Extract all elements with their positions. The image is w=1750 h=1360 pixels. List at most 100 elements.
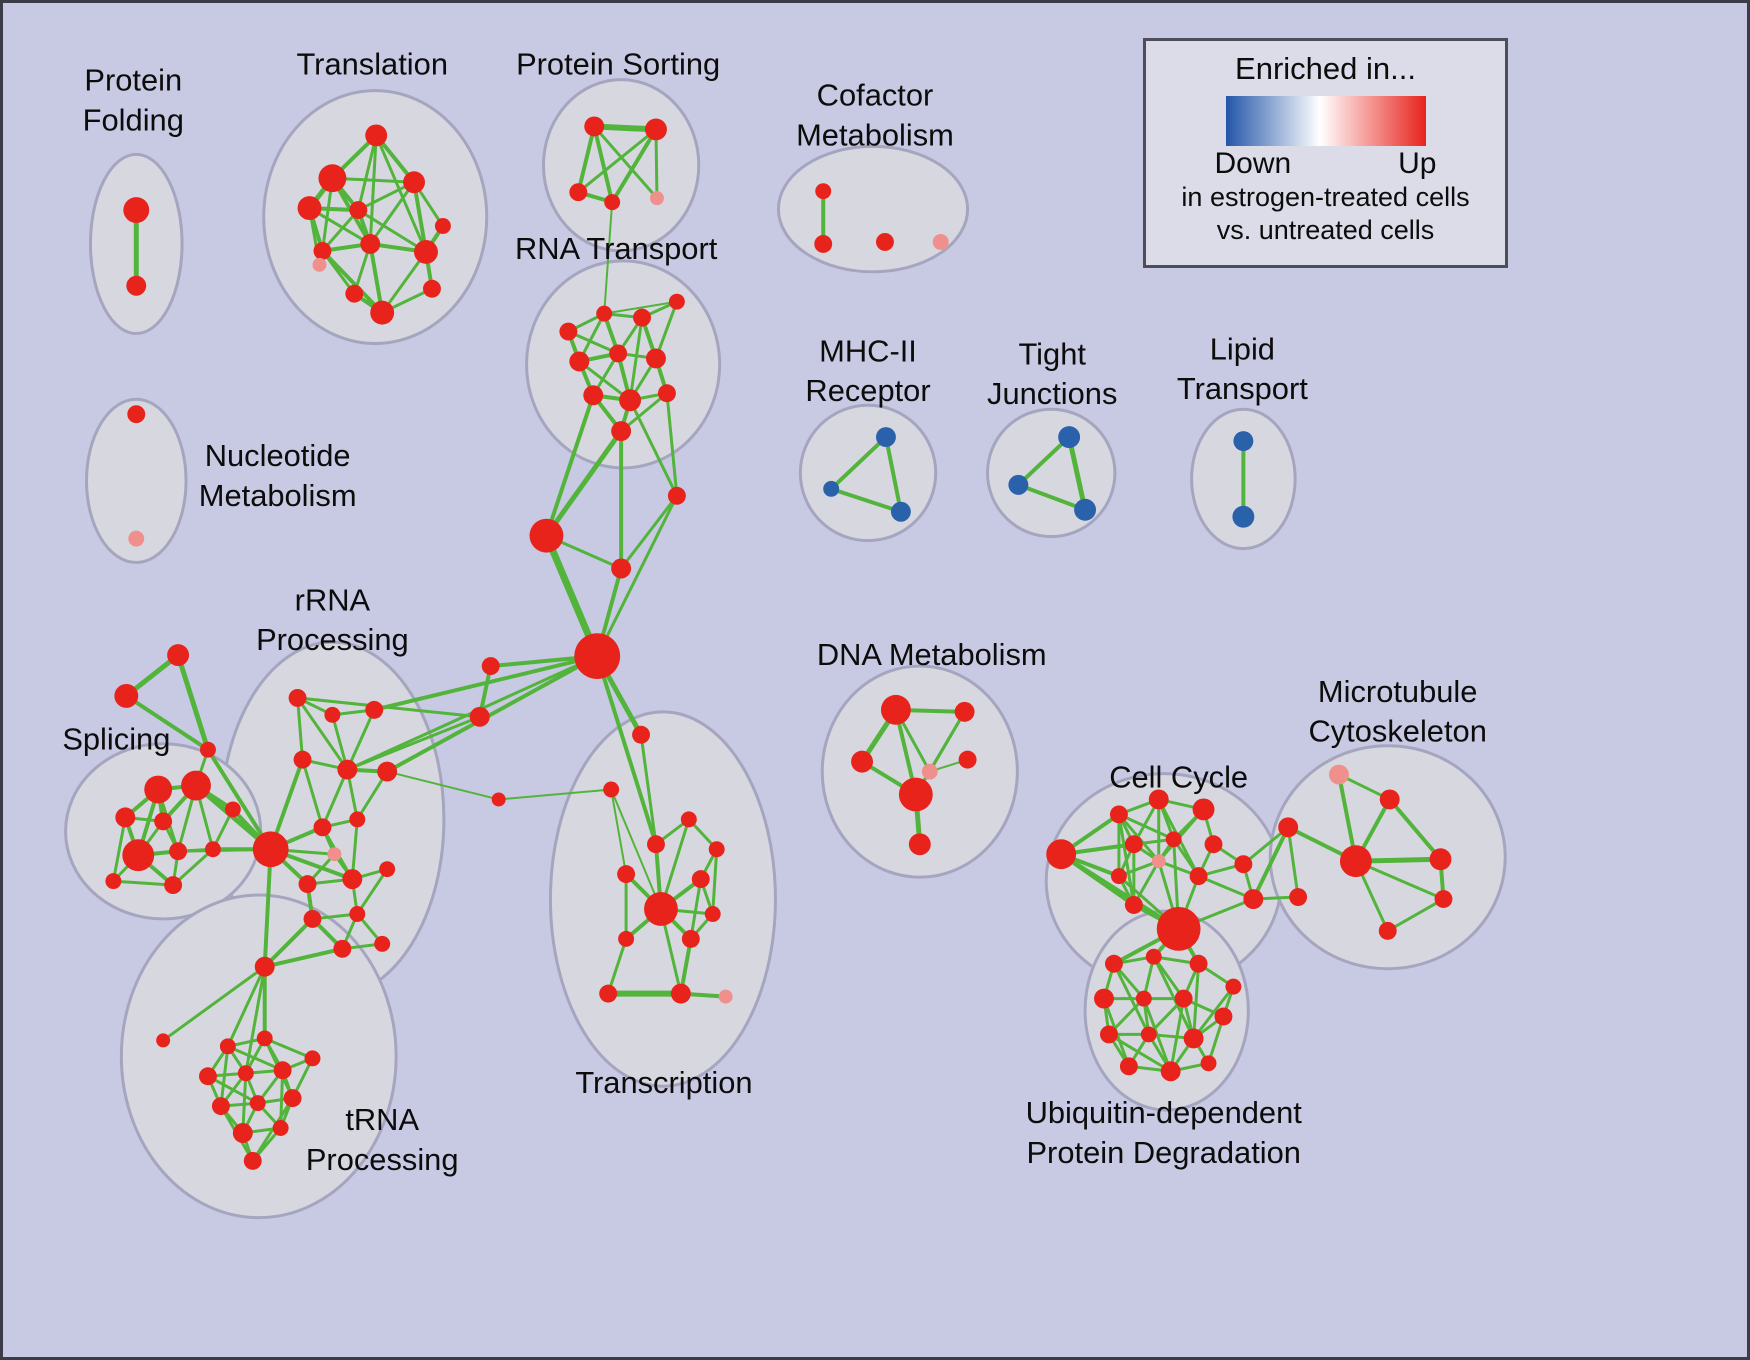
network-node-tc4[interactable]	[617, 865, 636, 884]
network-node-x3[interactable]	[611, 558, 632, 579]
network-node-c14[interactable]	[1243, 889, 1264, 909]
network-node-ub12[interactable]	[1119, 1057, 1138, 1076]
network-node-m1[interactable]	[875, 427, 896, 448]
network-node-c4[interactable]	[1192, 798, 1215, 821]
network-node-rr5[interactable]	[337, 759, 358, 780]
network-node-tc2[interactable]	[647, 835, 665, 854]
network-node-u14[interactable]	[243, 1151, 262, 1170]
network-node-x7[interactable]	[491, 792, 506, 807]
network-node-tc8[interactable]	[618, 930, 635, 947]
network-node-ub6[interactable]	[1135, 990, 1152, 1007]
network-node-x1[interactable]	[529, 518, 564, 553]
network-node-rr17[interactable]	[374, 935, 391, 952]
network-node-ps5[interactable]	[649, 191, 664, 206]
network-node-c11[interactable]	[1234, 855, 1253, 874]
network-node-d7[interactable]	[908, 833, 931, 856]
network-node-mc4[interactable]	[1339, 845, 1372, 878]
network-node-rr9[interactable]	[349, 811, 366, 828]
network-node-d3[interactable]	[851, 750, 874, 773]
network-node-r8[interactable]	[583, 385, 604, 406]
network-node-c5[interactable]	[1124, 835, 1143, 854]
network-node-ub4[interactable]	[1225, 978, 1242, 995]
network-node-nm1[interactable]	[127, 405, 146, 424]
network-node-u1[interactable]	[254, 956, 275, 977]
network-node-rr7[interactable]	[252, 831, 289, 868]
network-node-mc5[interactable]	[1429, 848, 1452, 871]
network-node-u13[interactable]	[272, 1120, 289, 1136]
network-node-s7[interactable]	[169, 842, 188, 861]
network-node-t4[interactable]	[297, 196, 322, 221]
network-node-t7[interactable]	[313, 241, 332, 260]
network-node-t13[interactable]	[423, 279, 441, 298]
network-node-t1[interactable]	[365, 124, 388, 147]
network-node-x4[interactable]	[574, 633, 621, 680]
network-node-rr16[interactable]	[333, 939, 352, 958]
network-node-r6[interactable]	[609, 344, 628, 363]
network-node-d1[interactable]	[880, 694, 911, 725]
network-node-ub5[interactable]	[1094, 988, 1114, 1009]
network-node-x2[interactable]	[667, 486, 686, 505]
network-node-u11[interactable]	[283, 1089, 302, 1108]
network-node-f1[interactable]	[167, 644, 190, 667]
network-node-d6[interactable]	[898, 777, 933, 812]
network-node-tj3[interactable]	[1074, 498, 1097, 521]
network-node-tc9[interactable]	[681, 929, 700, 948]
network-node-cf4[interactable]	[932, 233, 949, 250]
network-node-d2[interactable]	[954, 701, 975, 722]
network-node-c8[interactable]	[1110, 868, 1127, 885]
network-node-f3[interactable]	[199, 741, 216, 758]
network-node-tc6[interactable]	[691, 870, 710, 889]
network-node-s6[interactable]	[122, 839, 155, 872]
network-node-u7[interactable]	[273, 1061, 292, 1080]
network-node-r7[interactable]	[646, 348, 666, 369]
network-node-ub1[interactable]	[1104, 954, 1123, 973]
network-node-x6[interactable]	[469, 706, 490, 727]
network-node-tc3[interactable]	[680, 811, 697, 828]
network-node-r10[interactable]	[657, 384, 676, 403]
network-node-ub2[interactable]	[1145, 948, 1162, 965]
network-node-rr12[interactable]	[342, 869, 363, 890]
network-node-lt2[interactable]	[1232, 505, 1255, 528]
network-node-r3[interactable]	[633, 308, 651, 327]
network-node-c6[interactable]	[1165, 831, 1182, 848]
network-node-u8[interactable]	[304, 1050, 321, 1067]
network-node-tc12[interactable]	[670, 983, 691, 1004]
network-node-ub10[interactable]	[1140, 1026, 1157, 1043]
network-node-s9[interactable]	[164, 876, 183, 895]
network-node-r1[interactable]	[559, 322, 578, 341]
network-node-f2[interactable]	[114, 683, 139, 708]
network-node-tc11[interactable]	[599, 984, 618, 1003]
network-node-tc10[interactable]	[704, 905, 721, 922]
network-node-r5[interactable]	[569, 351, 590, 372]
network-node-rr11[interactable]	[298, 875, 317, 894]
network-node-x5[interactable]	[481, 657, 500, 676]
network-node-tc1[interactable]	[603, 781, 620, 798]
network-node-d5[interactable]	[958, 750, 977, 769]
network-node-mc2[interactable]	[1379, 789, 1400, 810]
network-node-s2[interactable]	[181, 770, 211, 801]
network-node-s8[interactable]	[204, 841, 221, 858]
network-node-rr8[interactable]	[313, 818, 332, 837]
network-node-mc7[interactable]	[1434, 890, 1453, 908]
network-node-u6[interactable]	[237, 1065, 254, 1082]
network-node-u12[interactable]	[232, 1123, 253, 1143]
network-node-cf2[interactable]	[814, 234, 833, 253]
network-node-t8[interactable]	[360, 233, 381, 254]
network-node-tc7[interactable]	[708, 841, 725, 858]
network-node-u2[interactable]	[156, 1033, 171, 1048]
network-node-rr4[interactable]	[293, 750, 312, 769]
network-node-c9[interactable]	[1151, 854, 1166, 869]
network-node-rr10[interactable]	[327, 847, 342, 862]
network-node-tc13[interactable]	[718, 989, 733, 1004]
network-node-t2[interactable]	[318, 164, 347, 193]
network-node-u9[interactable]	[211, 1097, 230, 1116]
network-node-d4[interactable]	[921, 763, 938, 780]
network-node-r4[interactable]	[668, 293, 685, 310]
network-node-s4[interactable]	[154, 812, 173, 831]
network-node-c12[interactable]	[1124, 896, 1143, 914]
network-node-rr2[interactable]	[324, 706, 341, 723]
network-node-u10[interactable]	[249, 1095, 266, 1112]
network-node-m2[interactable]	[823, 480, 840, 497]
network-node-nm2[interactable]	[128, 530, 145, 547]
network-node-ps4[interactable]	[604, 194, 621, 211]
